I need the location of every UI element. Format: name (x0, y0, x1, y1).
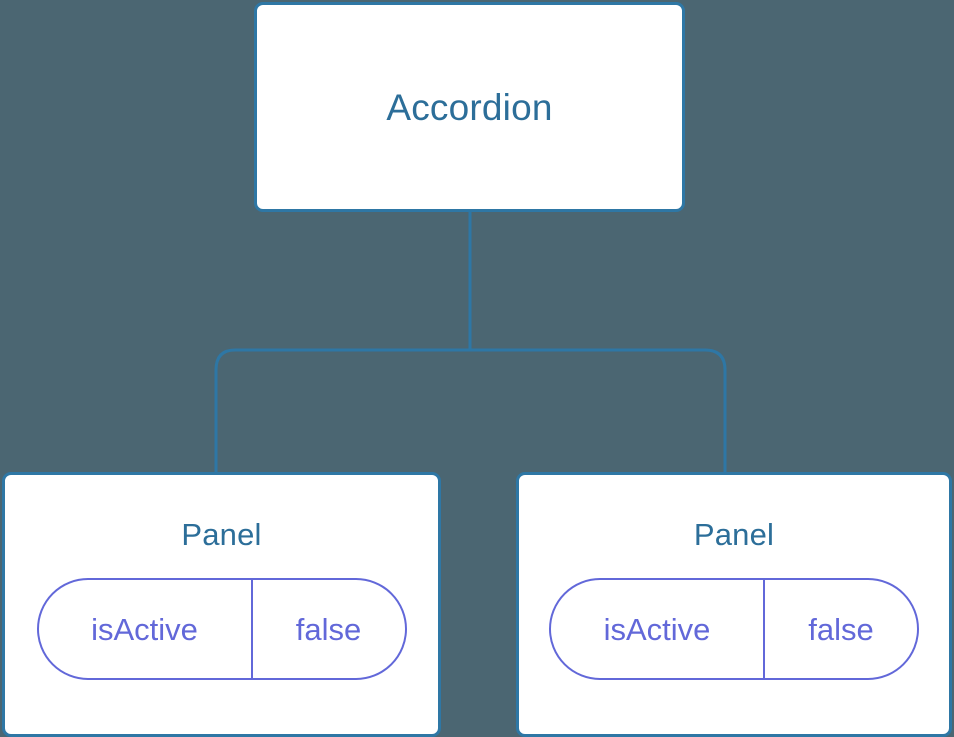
node-panel-1[interactable]: Panel isActive false (516, 472, 952, 737)
node-panel-0-prop-key: isActive (91, 611, 198, 647)
node-panel-0-title: Panel (181, 517, 262, 552)
node-panel-1-prop-value: false (808, 611, 874, 647)
node-accordion-title: Accordion (386, 86, 553, 128)
connector-branch-left (214, 348, 470, 478)
node-panel-1-prop-divider (763, 580, 765, 678)
node-panel-0-prop-divider (250, 580, 253, 678)
connector-branch-right (470, 348, 727, 478)
node-panel-1-title: Panel (693, 517, 775, 552)
node-accordion[interactable]: Accordion (254, 2, 685, 212)
node-panel-0-prop-pill[interactable]: isActive false (36, 578, 407, 680)
node-panel-1-prop-pill[interactable]: isActive false (549, 578, 919, 680)
node-panel-1-prop-key: isActive (603, 611, 711, 647)
node-panel-0[interactable]: Panel isActive false (2, 472, 441, 737)
node-panel-0-prop-value: false (295, 611, 362, 647)
